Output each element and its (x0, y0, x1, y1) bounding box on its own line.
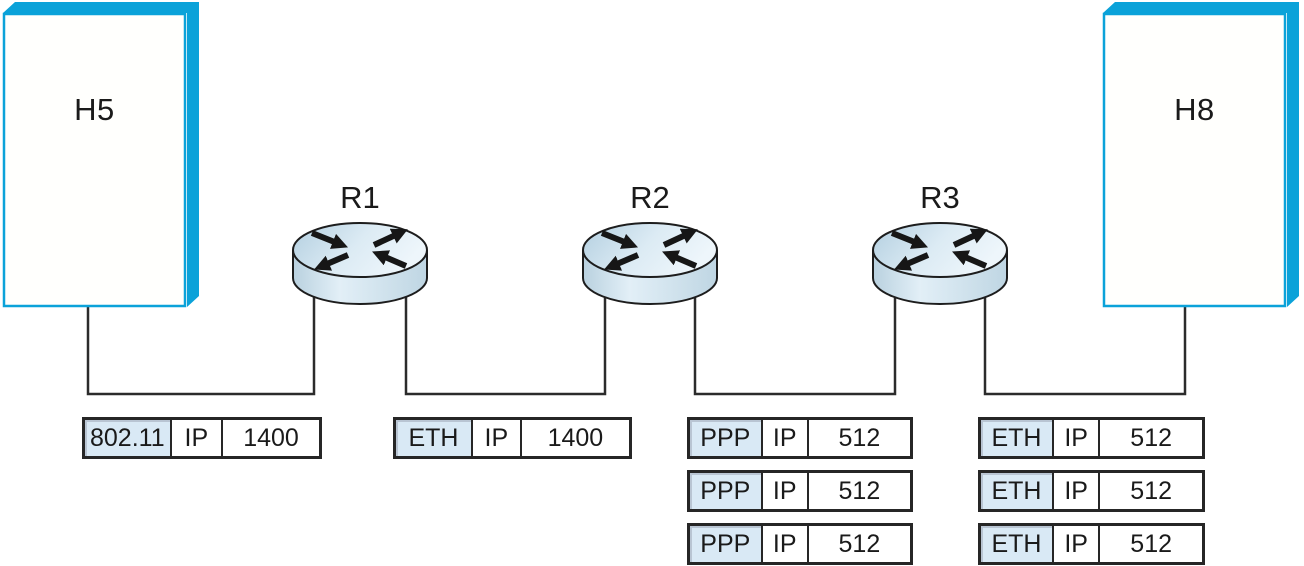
payload-cell: 512 (1130, 423, 1173, 452)
frames-link-r3-h8: ETH IP 512 ETH IP 512 ETH IP 512 (978, 417, 1205, 565)
arrow-out-left (604, 252, 640, 271)
packet-frame: ETH IP 512 (978, 417, 1205, 459)
wire-r3-h8 (983, 294, 1187, 396)
packet-frame: ETH IP 512 (978, 470, 1205, 512)
arrow-in-right (952, 250, 988, 269)
ip-header-cell: IP (763, 526, 809, 562)
arrow-out-right (952, 228, 988, 248)
ip-header-cell: IP (1054, 526, 1101, 562)
router-r1: R1 (290, 181, 430, 315)
router-r3: R3 (870, 181, 1010, 315)
payload-cell: 512 (1130, 476, 1173, 505)
packet-frame: 802.11 IP 1400 (82, 417, 322, 459)
wire-r1-r2 (404, 294, 607, 396)
arrow-in-right (662, 250, 698, 269)
payload-cell: 512 (838, 423, 881, 452)
arrow-in-left (600, 230, 639, 249)
host-h8-label: H8 (1174, 92, 1215, 127)
packet-frame: PPP IP 512 (687, 417, 913, 459)
arrow-out-left (894, 252, 930, 271)
router-r2: R2 (580, 181, 720, 315)
wire-r2-r3 (693, 294, 897, 396)
packet-frame: ETH IP 512 (978, 523, 1205, 565)
router-r1-label: R1 (340, 180, 380, 215)
payload-cell: 1400 (547, 423, 604, 452)
ip-header-cell: IP (473, 420, 522, 456)
payload-cell: 512 (838, 476, 881, 505)
packet-frame: ETH IP 1400 (393, 417, 632, 459)
payload-cell: 512 (838, 529, 881, 558)
link-header-cell: PPP (690, 526, 763, 562)
packet-frame: PPP IP 512 (687, 523, 913, 565)
arrow-out-right (372, 228, 408, 248)
router-r3-label: R3 (920, 180, 960, 215)
link-header-cell: PPP (690, 473, 763, 509)
link-header-cell: ETH (981, 526, 1054, 562)
frames-link-r1-r2: ETH IP 1400 (393, 417, 632, 459)
host-face (1102, 12, 1287, 308)
host-face (2, 12, 187, 308)
ip-header-cell: IP (1054, 420, 1101, 456)
link-header-cell: PPP (690, 420, 763, 456)
host-h5-label: H5 (74, 92, 115, 127)
link-header-cell: 802.11 (85, 420, 172, 456)
router-icon (292, 222, 428, 305)
arrow-in-left (310, 230, 349, 249)
frames-link-r2-r3: PPP IP 512 PPP IP 512 PPP IP 512 (687, 417, 913, 565)
payload-cell: 512 (1130, 529, 1173, 558)
packet-frame: PPP IP 512 (687, 470, 913, 512)
host-h5: H5 (0, 0, 212, 312)
payload-cell: 1400 (243, 423, 299, 452)
host-h8: H8 (1090, 0, 1302, 312)
ip-header-cell: IP (1054, 473, 1101, 509)
arrow-in-right (372, 250, 408, 269)
router-r2-label: R2 (630, 180, 670, 215)
link-header-cell: ETH (981, 473, 1054, 509)
ip-header-cell: IP (763, 420, 809, 456)
wire-h5-r1 (86, 294, 316, 396)
link-header-cell: ETH (981, 420, 1054, 456)
router-icon (582, 222, 718, 305)
ip-header-cell: IP (172, 420, 224, 456)
ip-header-cell: IP (763, 473, 809, 509)
link-header-cell: ETH (396, 420, 473, 456)
frames-link-h5-r1: 802.11 IP 1400 (82, 417, 322, 459)
router-icon (872, 222, 1008, 305)
arrow-out-right (662, 228, 698, 248)
arrow-in-left (890, 230, 929, 249)
arrow-out-left (314, 252, 350, 271)
